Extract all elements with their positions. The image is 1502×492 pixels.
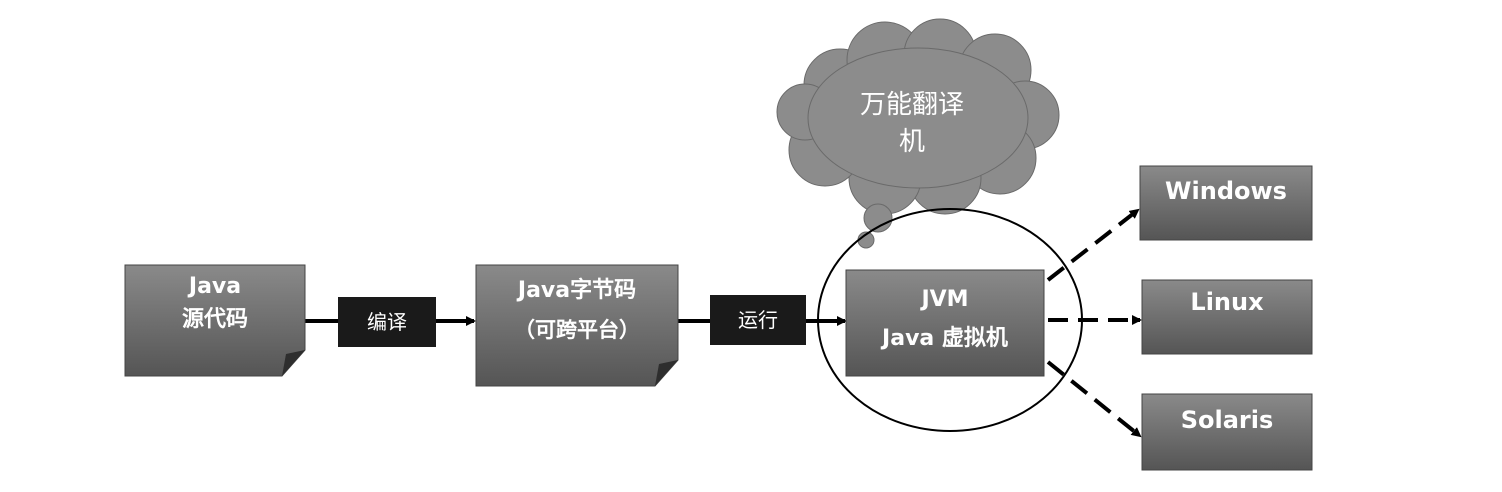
node-java-source-line-2: 源代码 — [182, 307, 248, 332]
node-java-bytecode: Java字节码 （可跨平台） — [475, 264, 679, 387]
node-linux-label: Linux — [1190, 288, 1264, 316]
label-compile: 编译 — [338, 297, 436, 347]
node-solaris: Solaris — [1141, 393, 1313, 471]
callout-cloud: 万能翻译 机 — [776, 18, 1060, 249]
node-java-bytecode-line-1: Java字节码 — [516, 277, 636, 303]
edge-jvm-to-solaris — [1046, 360, 1142, 438]
node-linux: Linux — [1141, 279, 1313, 355]
node-jvm: JVM Java 虚拟机 — [845, 269, 1045, 377]
node-java-bytecode-line-2: （可跨平台） — [514, 318, 640, 342]
node-windows-label: Windows — [1165, 177, 1287, 205]
label-compile-text: 编译 — [367, 310, 407, 334]
label-run-text: 运行 — [738, 308, 778, 332]
node-java-source: Java 源代码 — [124, 264, 306, 377]
node-jvm-line-1: JVM — [919, 287, 968, 312]
callout-line-1: 万能翻译 — [860, 90, 964, 120]
node-solaris-label: Solaris — [1181, 406, 1274, 434]
node-jvm-line-2: Java 虚拟机 — [880, 325, 1008, 351]
edge-jvm-to-windows — [1046, 208, 1140, 282]
callout-line-2: 机 — [899, 127, 925, 157]
node-java-source-line-1: Java — [187, 274, 241, 299]
node-windows: Windows — [1139, 165, 1313, 241]
label-run: 运行 — [710, 295, 806, 345]
